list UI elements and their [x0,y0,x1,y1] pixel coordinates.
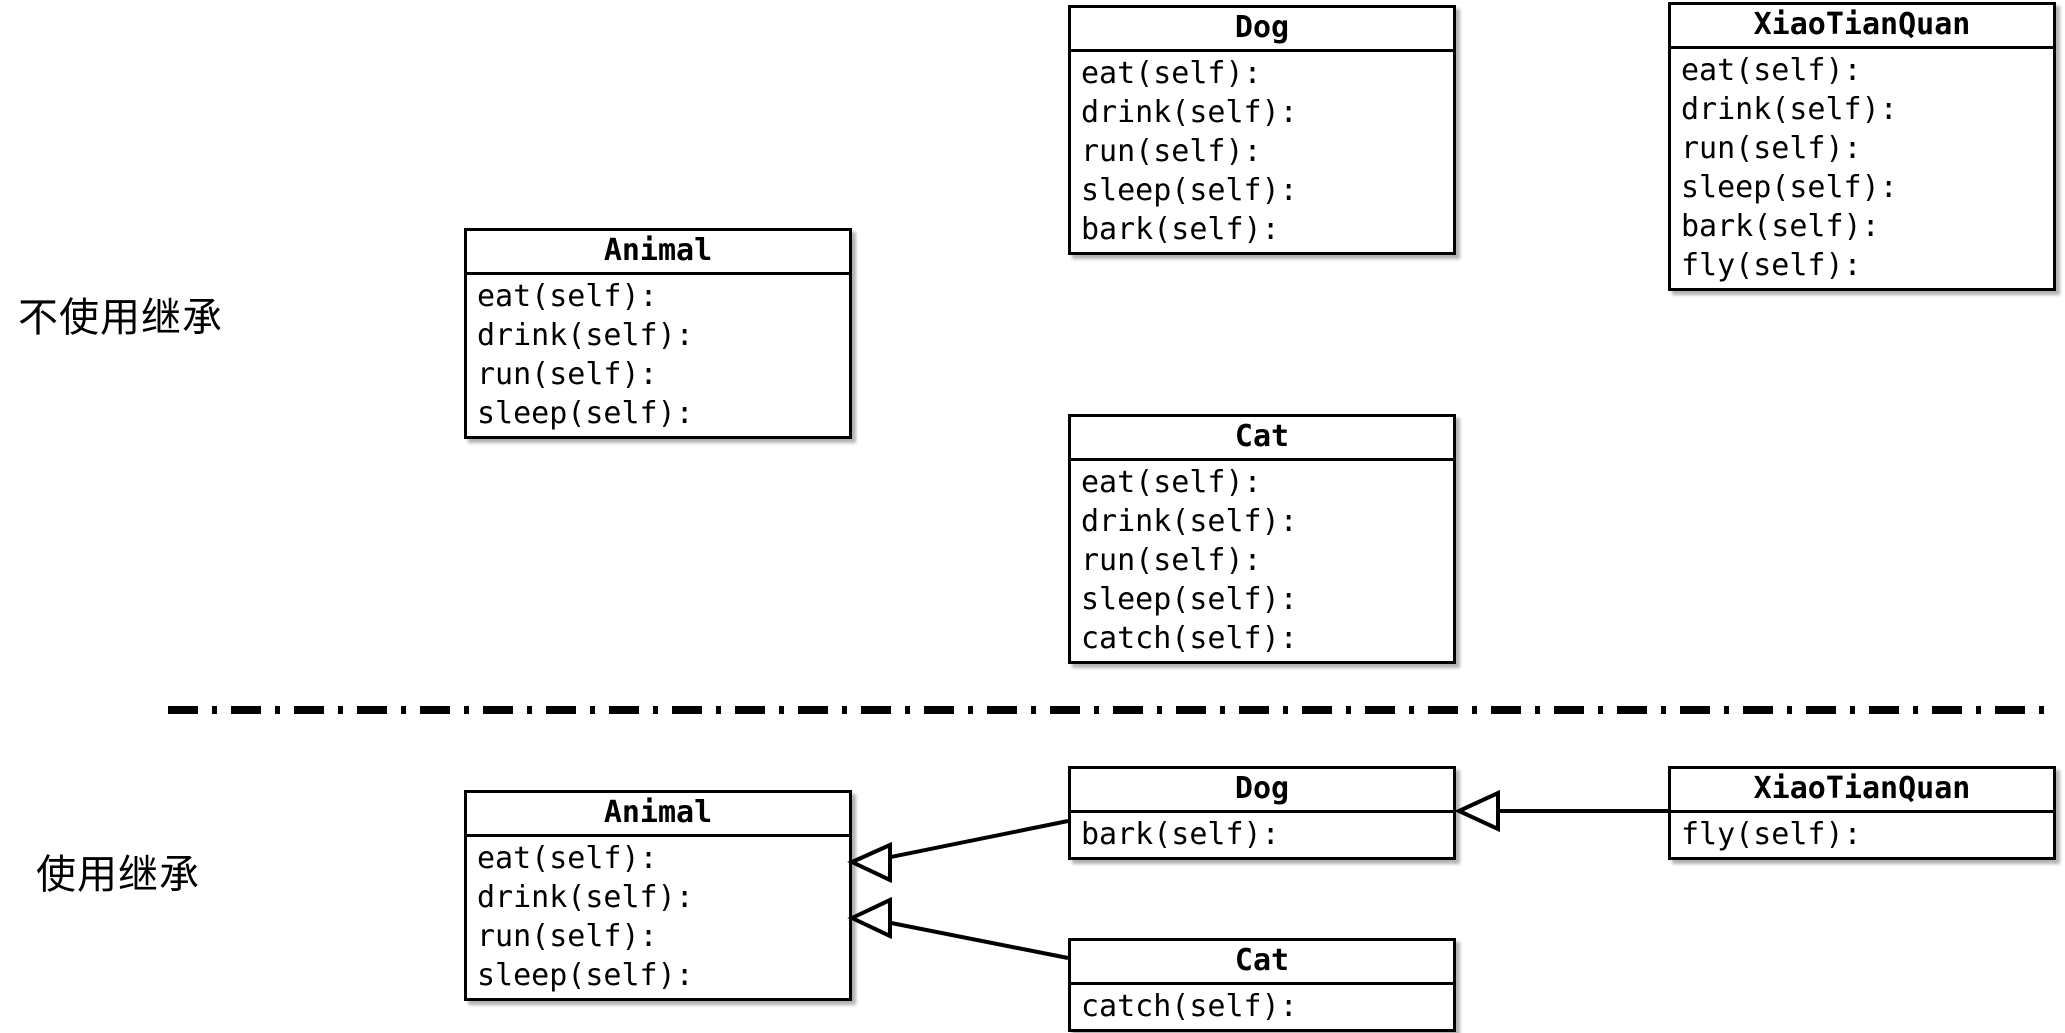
class-method: bark(self): [1081,817,1280,852]
class-method: drink(self): [1681,92,1898,127]
class-box-xiaotianquan-top: XiaoTianQuan eat(self): drink(self): run… [1668,2,2056,291]
class-method: drink(self): [477,880,694,915]
class-method: eat(self): [1081,465,1262,500]
class-method: eat(self): [477,279,658,314]
class-box-cat-bottom: Cat catch(self): [1068,938,1456,1032]
connector-line [885,920,1069,960]
class-method: drink(self): [1081,95,1298,130]
inheritance-arrow-cat-to-animal [847,896,1069,960]
class-method: fly(self): [1681,817,1862,852]
section-label-with-inheritance: 使用继承 [36,852,200,898]
class-title: Animal [467,793,849,837]
class-method: sleep(self): [477,958,694,993]
hollow-triangle-arrowhead-icon [847,896,892,940]
class-method: sleep(self): [1681,170,1898,205]
section-label-without-inheritance: 不使用继承 [18,295,223,341]
connector-line [885,819,1069,860]
class-method: sleep(self): [477,396,694,431]
inheritance-arrow-dog-to-animal [847,819,1069,884]
class-methods: fly(self): [1671,813,2053,857]
class-method: eat(self): [477,841,658,876]
class-methods: eat(self): drink(self): run(self): sleep… [467,275,849,436]
class-box-xiaotianquan-bottom: XiaoTianQuan fly(self): [1668,766,2056,860]
section-separator [168,706,2054,714]
class-methods: bark(self): [1071,813,1453,857]
class-method: bark(self): [1081,212,1280,247]
class-method: run(self): [1081,134,1262,169]
class-method: catch(self): [1081,989,1298,1024]
class-box-animal-top: Animal eat(self): drink(self): run(self)… [464,228,852,439]
class-title: Cat [1071,941,1453,985]
class-method: run(self): [1681,131,1862,166]
class-box-cat-top: Cat eat(self): drink(self): run(self): s… [1068,414,1456,664]
class-title: XiaoTianQuan [1671,769,2053,813]
hollow-triangle-arrowhead-icon [847,841,892,884]
class-methods: eat(self): drink(self): run(self): sleep… [1071,52,1453,252]
class-method: eat(self): [1681,53,1862,88]
class-method: sleep(self): [1081,173,1298,208]
class-method: drink(self): [1081,504,1298,539]
class-method: bark(self): [1681,209,1880,244]
class-method: run(self): [1081,543,1262,578]
class-title: Dog [1071,769,1453,813]
class-title: Dog [1071,8,1453,52]
class-method: drink(self): [477,318,694,353]
class-title: XiaoTianQuan [1671,5,2053,49]
class-box-dog-bottom: Dog bark(self): [1068,766,1456,860]
class-title: Animal [467,231,849,275]
class-method: catch(self): [1081,621,1298,656]
class-method: run(self): [477,357,658,392]
class-box-animal-bottom: Animal eat(self): drink(self): run(self)… [464,790,852,1001]
class-method: fly(self): [1681,248,1862,283]
class-box-dog-top: Dog eat(self): drink(self): run(self): s… [1068,5,1456,255]
class-method: sleep(self): [1081,582,1298,617]
class-methods: eat(self): drink(self): run(self): sleep… [1071,461,1453,661]
class-method: eat(self): [1081,56,1262,91]
inheritance-arrow-xiaotianquan-to-dog [1454,789,1668,833]
class-methods: catch(self): [1071,985,1453,1029]
class-method: run(self): [477,919,658,954]
class-title: Cat [1071,417,1453,461]
class-methods: eat(self): drink(self): run(self): sleep… [467,837,849,998]
hollow-triangle-arrowhead-icon [1454,789,1500,833]
class-methods: eat(self): drink(self): run(self): sleep… [1671,49,2053,288]
